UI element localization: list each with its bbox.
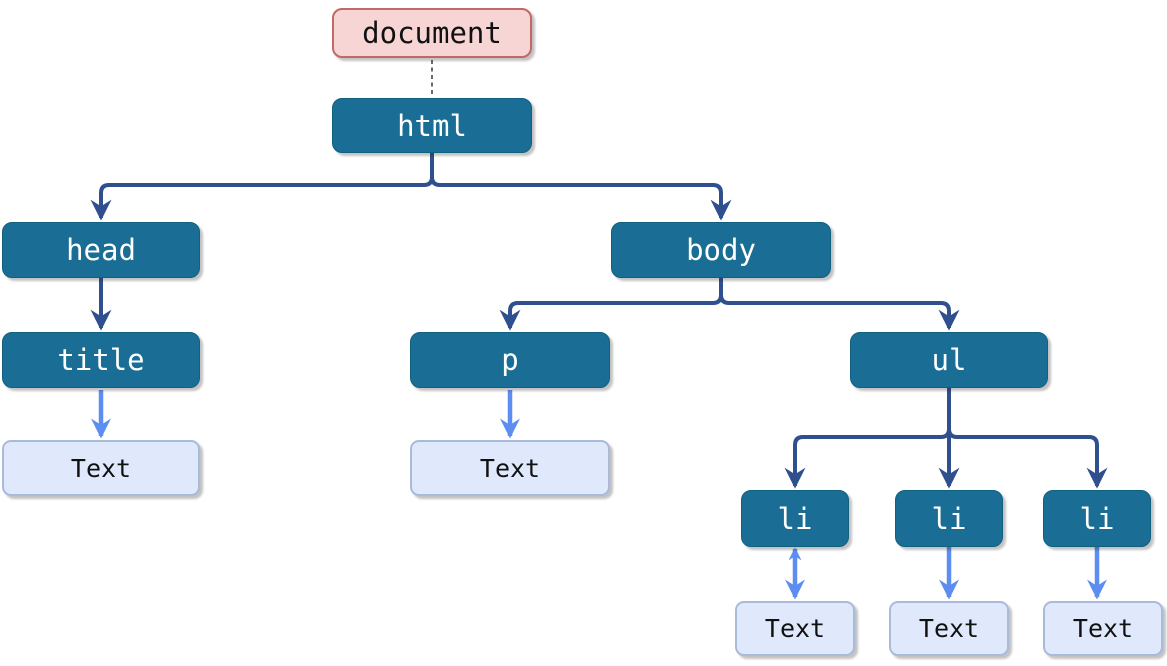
node-text-li-3: Text	[1043, 601, 1163, 656]
edge-body-ul	[719, 278, 960, 331]
node-html: html	[332, 98, 532, 153]
node-label: Text	[918, 614, 980, 643]
node-label: Text	[1072, 614, 1134, 643]
node-label: li	[931, 501, 967, 536]
node-li-1: li	[741, 490, 849, 547]
node-label: html	[397, 108, 467, 143]
node-li-3: li	[1043, 490, 1151, 547]
node-body: body	[611, 222, 831, 278]
node-label: Text	[70, 453, 132, 483]
node-document: document	[332, 8, 532, 58]
edge-html-head	[90, 153, 434, 221]
node-label: head	[66, 233, 136, 267]
node-label: body	[686, 233, 756, 267]
edge-body-p	[499, 278, 723, 331]
node-text-p: Text	[410, 440, 610, 496]
node-label: p	[501, 343, 519, 377]
node-head: head	[2, 222, 200, 278]
edge-ul-li-1	[784, 388, 951, 489]
node-label: li	[1079, 501, 1115, 536]
node-li-2: li	[895, 490, 1003, 547]
edge-ul-li-3	[947, 388, 1108, 489]
node-label: ul	[931, 343, 967, 377]
edge-html-body	[430, 153, 732, 221]
node-label: Text	[764, 614, 826, 643]
node-text-title: Text	[2, 440, 200, 496]
node-label: li	[777, 501, 813, 536]
node-label: title	[57, 343, 145, 377]
node-label: Text	[479, 453, 541, 483]
node-text-li-1: Text	[735, 601, 855, 656]
node-ul: ul	[850, 332, 1048, 388]
node-text-li-2: Text	[889, 601, 1009, 656]
node-p: p	[410, 332, 610, 388]
node-title: title	[2, 332, 200, 388]
node-label: document	[362, 16, 502, 50]
